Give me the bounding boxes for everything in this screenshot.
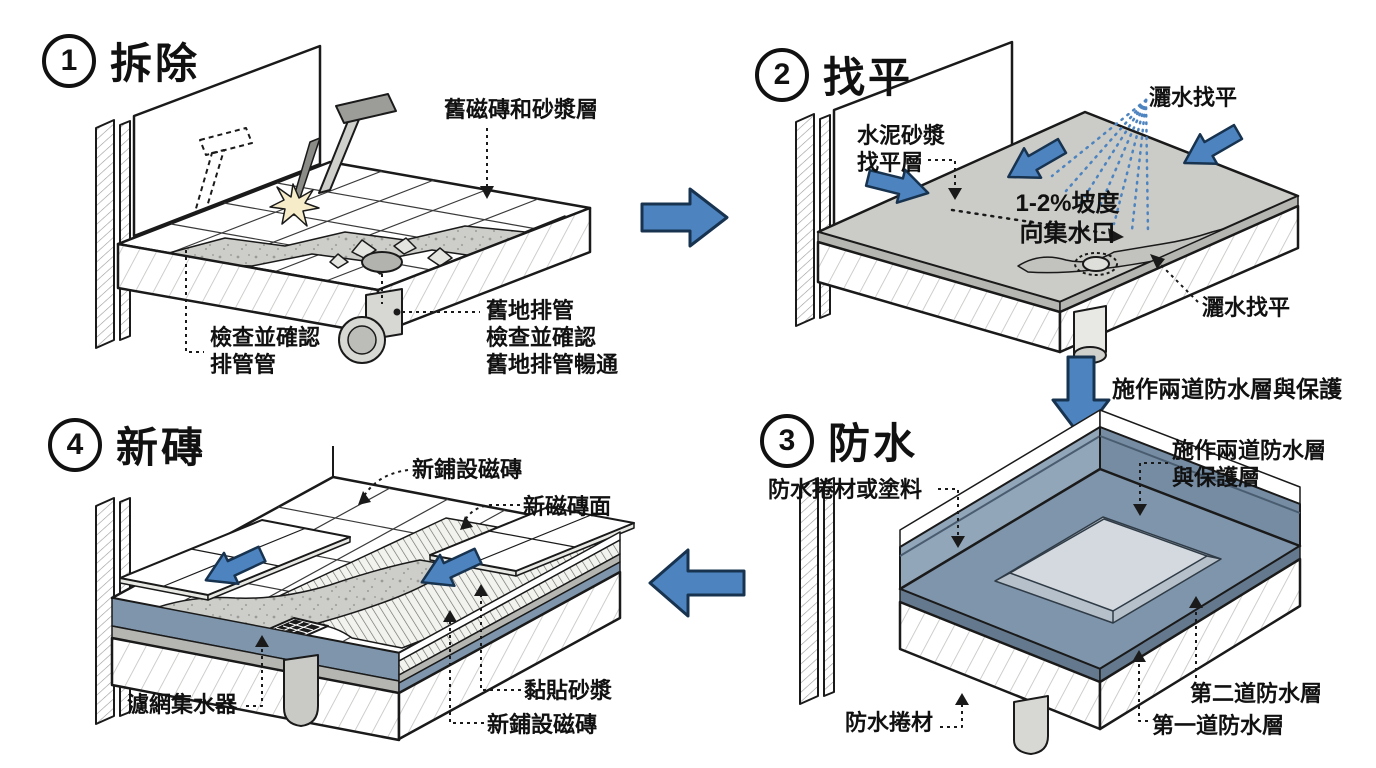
back-wall <box>132 44 322 238</box>
wall-column <box>119 120 131 341</box>
drain-pipe <box>1073 305 1107 364</box>
step4-number-badge: 4 <box>48 417 102 472</box>
leader-arrowhead <box>443 610 457 622</box>
label-line: 檢查並確認 <box>210 325 321 350</box>
label-line: 與保護層 <box>1172 465 1261 490</box>
wall-column <box>95 119 115 349</box>
step2-leader-lines <box>928 159 1199 303</box>
flow-arrow-step3-to-step4 <box>648 548 746 618</box>
water-spray-icon <box>1050 98 1150 235</box>
leader-arrowhead <box>255 635 269 647</box>
label-water-spray-leveling-top: 灑水找平 <box>1149 85 1238 110</box>
label-two-waterproof-layers-protection: 施作兩道防水層 與保護層 <box>1172 437 1326 491</box>
label-old-tile-and-mortar-layer: 舊磁磚和砂漿層 <box>444 97 599 122</box>
step2-number: 2 <box>773 57 791 91</box>
leader-arrowhead <box>948 188 962 200</box>
label-cement-mortar-leveling-layer: 水泥砂漿 找平層 <box>857 122 945 176</box>
label-slope-to-drain: 1-2%坡度 向集水口 <box>1000 189 1135 249</box>
ghost-hammer-icon <box>194 127 253 213</box>
slope-arrowhead <box>1108 228 1124 243</box>
leader-arrowhead <box>1132 650 1146 662</box>
upstand-trim <box>1099 435 1301 514</box>
old-drain-hole <box>361 251 403 273</box>
label-first-waterproof-layer: 第一道防水層 <box>1152 713 1285 738</box>
step2-number-badge: 2 <box>755 47 809 102</box>
slope-dashed-line <box>950 208 1114 236</box>
wall-column <box>795 113 815 327</box>
step1-illustration <box>95 44 592 364</box>
step3-illustration <box>799 409 1302 755</box>
step2-illustration <box>795 40 1300 364</box>
label-membrane-or-coating: 防水捲材或塗料 <box>768 477 923 502</box>
platform-rim-lines <box>994 555 1222 623</box>
leader-arrowhead <box>480 186 494 199</box>
step3-number-badge: 3 <box>760 413 814 468</box>
label-newly-laid-tiles-top: 新鋪設磁磚 <box>412 457 523 482</box>
step4-illustration <box>95 446 635 742</box>
slab-front-right <box>397 570 622 741</box>
drain-pipe <box>1013 695 1049 755</box>
label-line: 找平層 <box>857 150 924 175</box>
wall-column <box>799 477 819 705</box>
label-line: 向集水口 <box>1019 220 1116 247</box>
label-water-spray-leveling-bottom: 灑水找平 <box>1202 295 1291 320</box>
label-waterproof-membrane: 防水捲材 <box>845 710 934 735</box>
label-line: 水泥砂漿 <box>857 123 946 148</box>
label-line: 排管管 <box>210 352 277 377</box>
label-check-confirm-pipe: 檢查並確認 排管管 <box>210 324 320 378</box>
step3-leader-lines <box>938 462 1197 728</box>
label-line: 舊地排管 <box>486 298 575 323</box>
step3-title: 防水 <box>828 420 919 467</box>
old-drain-pipe <box>338 288 403 364</box>
leader-arrowhead <box>1150 254 1165 269</box>
step2-header: 2 找平 <box>755 44 913 105</box>
label-line: 施作兩道防水層 <box>1172 438 1327 463</box>
step1-leader-lines <box>185 128 488 353</box>
leader-arrowhead <box>358 491 371 505</box>
step1-header: 1 拆除 <box>42 30 200 91</box>
leader-dot <box>393 308 401 316</box>
leader-arrowhead <box>1189 596 1203 608</box>
step3-number: 3 <box>778 423 796 457</box>
leader-arrowhead <box>951 536 965 548</box>
wall-column <box>95 497 115 725</box>
label-line: 1-2%坡度 <box>1015 190 1120 217</box>
step2-title: 找平 <box>823 54 914 101</box>
step1-title: 拆除 <box>110 40 201 87</box>
label-line: 舊地排管暢通 <box>486 352 619 377</box>
drain-pipe <box>283 654 319 727</box>
slab-front-right <box>1058 204 1300 354</box>
leader-arrowhead <box>955 693 969 705</box>
step4-title: 新磚 <box>116 424 207 471</box>
label-new-tile-surface: 新磁磚面 <box>523 494 612 519</box>
step1-number-badge: 1 <box>42 33 96 88</box>
label-second-waterproof-layer: 第二道防水層 <box>1190 681 1323 706</box>
leader-arrowhead <box>460 516 473 530</box>
drain-dashed-ring <box>1074 252 1118 276</box>
leader-arrowhead <box>1133 504 1147 516</box>
upstand-trim <box>899 435 1101 557</box>
flow-step2-to-step3-label: 施作兩道防水層與保護 <box>1112 376 1342 402</box>
step1-number: 1 <box>60 43 78 77</box>
label-old-floor-drain: 舊地排管 檢查並確認 舊地排管暢通 <box>486 297 618 378</box>
step3-header: 3 防水 <box>760 410 918 471</box>
hammer-icon <box>318 93 397 194</box>
flow-arrow-step1-to-step2 <box>640 187 729 248</box>
wall-column <box>823 477 835 697</box>
tile-sheet <box>429 506 635 577</box>
slab-front-right <box>1098 557 1302 731</box>
wall-column <box>819 114 831 319</box>
step4-number: 4 <box>66 427 84 461</box>
label-newly-laid-tiles-bottom: 新鋪設磁磚 <box>487 712 598 737</box>
leader-arrowhead <box>474 584 488 596</box>
label-line: 檢查並確認 <box>486 325 597 350</box>
drain-opening <box>1082 256 1110 272</box>
spark-icon <box>269 183 320 227</box>
label-filter-drain-collector: 濾網集水器 <box>127 692 238 717</box>
step4-header: 4 新磚 <box>48 414 206 475</box>
label-adhesive-mortar: 黏貼砂漿 <box>524 678 613 703</box>
